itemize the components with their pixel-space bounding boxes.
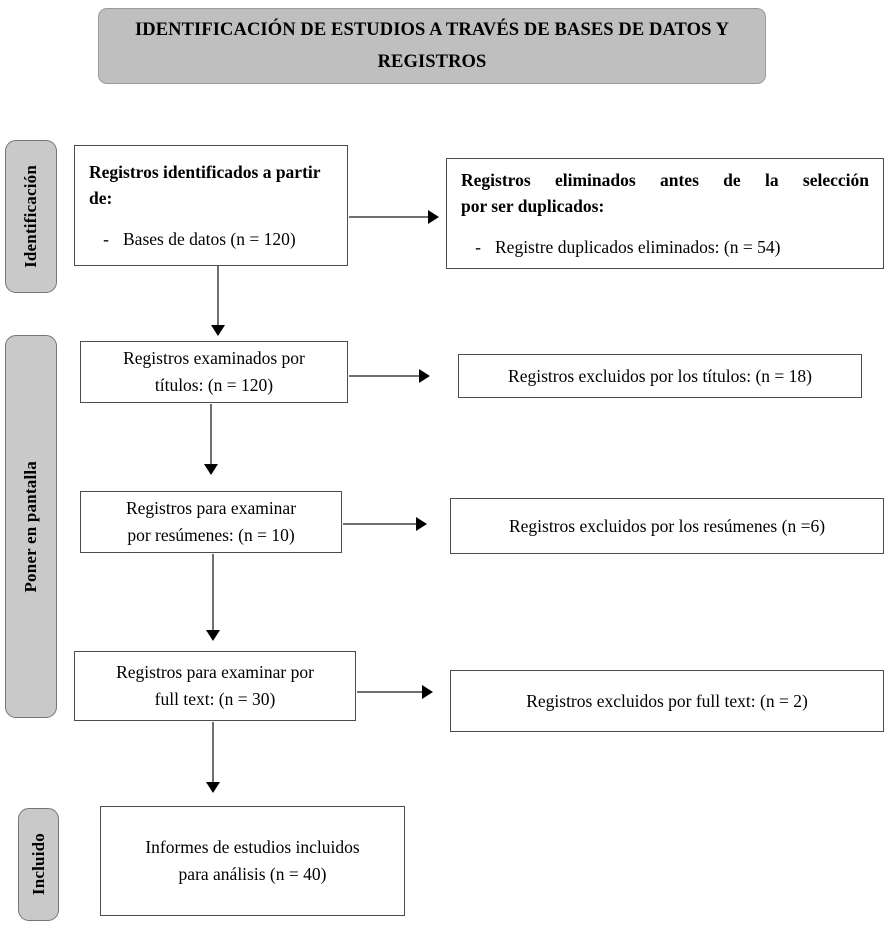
arrowhead-right-icon bbox=[419, 369, 430, 383]
box-screened-titles-line2: títulos: (n = 120) bbox=[154, 375, 274, 395]
arrowhead-down-icon bbox=[206, 782, 220, 793]
connector-screened-fulltext-to-excluded-fulltext bbox=[357, 691, 425, 693]
arrowhead-down-icon bbox=[211, 325, 225, 336]
box-records-identified-bullet-text: Bases de datos (n = 120) bbox=[123, 228, 296, 249]
stage-label-identificacion-text: Identificación bbox=[21, 165, 40, 268]
box-screened-titles-line1: Registros examinados por bbox=[123, 348, 305, 369]
box-duplicates-removed-title-line1: Registros eliminados antes de la selecci… bbox=[461, 170, 869, 191]
stage-label-incluido-text: Incluido bbox=[28, 833, 48, 896]
arrowhead-down-icon bbox=[204, 464, 218, 475]
box-duplicates-removed-bullet-text: Registre duplicados eliminados: (n = 54) bbox=[495, 236, 781, 257]
box-screened-fulltext: Registros para examinar por full text: (… bbox=[74, 651, 356, 721]
connector-screened-titles-to-excluded-titles bbox=[349, 375, 422, 377]
connector-screened-abstracts-to-screened-fulltext bbox=[212, 554, 214, 632]
arrowhead-right-icon bbox=[422, 685, 433, 699]
box-excluded-fulltext-line1: Registros excluidos por full text: (n = … bbox=[526, 690, 808, 711]
box-duplicates-removed-title-line2: por ser duplicados: bbox=[461, 196, 605, 217]
connector-identified-to-screened-titles bbox=[217, 266, 219, 328]
box-studies-included-line1: Informes de estudios incluidos bbox=[145, 837, 360, 858]
box-excluded-fulltext: Registros excluidos por full text: (n = … bbox=[450, 670, 884, 732]
box-excluded-titles-line1: Registros excluidos por los títulos: (n … bbox=[508, 365, 812, 386]
box-records-identified-bullet: - Bases de datos (n = 120) bbox=[89, 226, 333, 252]
box-excluded-titles: Registros excluidos por los títulos: (n … bbox=[458, 354, 862, 398]
connector-screened-abstracts-to-excluded-abstracts bbox=[343, 523, 419, 525]
box-screened-fulltext-line2: full text: (n = 30) bbox=[154, 689, 276, 709]
arrowhead-right-icon bbox=[416, 517, 427, 531]
arrowhead-right-icon bbox=[428, 210, 439, 224]
stage-label-incluido: Incluido bbox=[18, 808, 59, 921]
connector-screened-titles-to-screened-abstracts bbox=[210, 404, 212, 466]
box-screened-abstracts-line1: Registros para examinar bbox=[125, 498, 297, 519]
box-excluded-abstracts: Registros excluidos por los resúmenes (n… bbox=[450, 498, 884, 554]
arrowhead-down-icon bbox=[206, 630, 220, 641]
box-screened-fulltext-line1: Registros para examinar por bbox=[116, 662, 314, 683]
box-studies-included: Informes de estudios incluidos para anál… bbox=[100, 806, 405, 916]
box-studies-included-line2: para análisis (n = 40) bbox=[178, 864, 327, 884]
diagram-title-banner: IDENTIFICACIÓN DE ESTUDIOS A TRAVÉS DE B… bbox=[98, 8, 766, 84]
box-records-identified: Registros identificados a partir de: - B… bbox=[74, 145, 348, 266]
connector-identified-to-duplicates bbox=[349, 216, 431, 218]
box-duplicates-removed-bullet: - Registre duplicados eliminados: (n = 5… bbox=[461, 234, 869, 260]
stage-label-identificacion: Identificación bbox=[5, 140, 57, 293]
box-duplicates-removed: Registros eliminados antes de la selecci… bbox=[446, 158, 884, 269]
box-records-identified-title: Registros identificados a partir de: bbox=[89, 162, 321, 209]
bullet-dash-icon: - bbox=[103, 228, 109, 249]
box-screened-titles: Registros examinados por títulos: (n = 1… bbox=[80, 341, 348, 403]
box-screened-abstracts: Registros para examinar por resúmenes: (… bbox=[80, 491, 342, 553]
stage-label-poner-en-pantalla: Poner en pantalla bbox=[5, 335, 57, 718]
stage-label-poner-en-pantalla-text: Poner en pantalla bbox=[21, 460, 40, 593]
bullet-dash-icon: - bbox=[475, 236, 481, 257]
box-screened-abstracts-line2: por resúmenes: (n = 10) bbox=[127, 525, 295, 545]
box-excluded-abstracts-line1: Registros excluidos por los resúmenes (n… bbox=[508, 515, 826, 536]
connector-screened-fulltext-to-included bbox=[212, 722, 214, 784]
diagram-title: IDENTIFICACIÓN DE ESTUDIOS A TRAVÉS DE B… bbox=[134, 19, 730, 72]
